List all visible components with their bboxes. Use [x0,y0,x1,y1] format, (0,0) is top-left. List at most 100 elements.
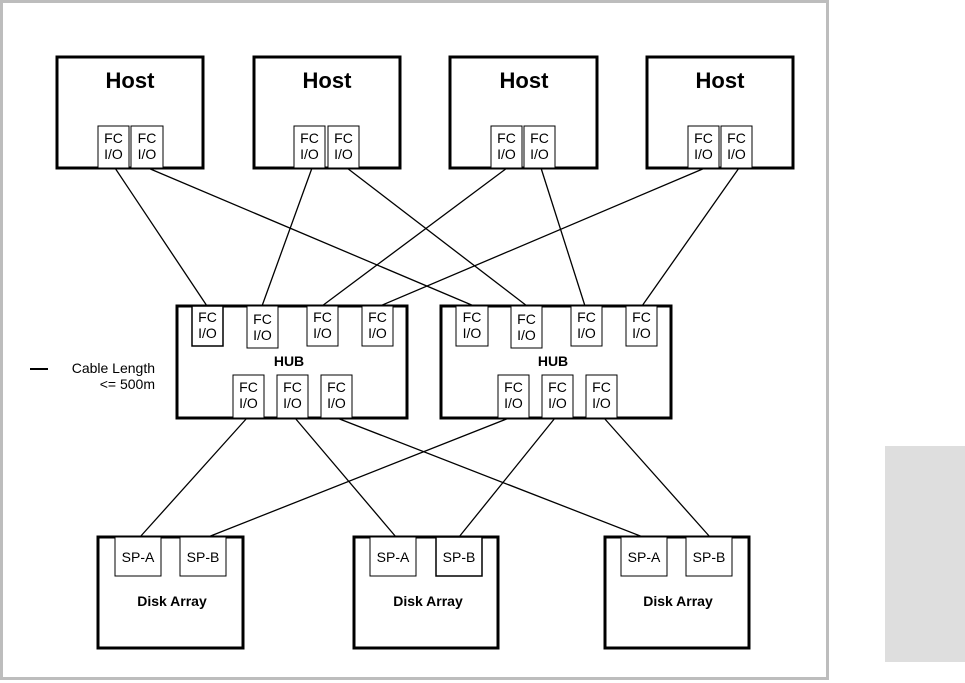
svg-text:I/O: I/O [283,395,302,411]
cable-hub1-disk3 [336,417,644,538]
legend-text-line1: Cable Length [72,360,155,376]
cable-hub2-disk1 [207,417,510,538]
svg-text:FC: FC [632,309,651,325]
fc-io-port: FC I/O [570,305,603,347]
fc-io-port: FC I/O [510,305,543,349]
svg-text:SP-B: SP-B [443,549,476,565]
svg-text:SP-B: SP-B [693,549,726,565]
host-label: Host [500,68,550,93]
fc-io-port: FC I/O [625,305,658,347]
svg-text:FC: FC [727,130,746,146]
storage-processor-a: SP-A [369,536,417,577]
svg-text:FC: FC [198,309,217,325]
disk-array-3: SP-A SP-B Disk Array [603,535,751,650]
svg-text:FC: FC [138,130,157,146]
storage-processor-b: SP-B [179,536,227,577]
svg-text:I/O: I/O [592,395,611,411]
svg-text:FC: FC [253,311,272,327]
svg-text:FC: FC [239,379,258,395]
svg-text:I/O: I/O [517,327,536,343]
fc-io-port: FC I/O [97,125,130,169]
svg-text:FC: FC [548,379,567,395]
svg-text:I/O: I/O [368,325,387,341]
fc-io-port: FC I/O [320,374,353,419]
fc-io-port: FC I/O [306,305,339,347]
svg-text:FC: FC [283,379,302,395]
fc-io-port: FC I/O [232,374,265,419]
svg-text:FC: FC [368,309,387,325]
legend-text-line2: <= 500m [100,376,155,392]
hub-1: HUB FC I/O FC I/O FC I/O FC I/O FC I/O F… [175,304,409,420]
svg-text:FC: FC [463,309,482,325]
fc-io-port: FC I/O [327,125,360,169]
svg-text:SP-A: SP-A [377,549,410,565]
cable-hub1-disk2 [294,417,397,538]
fc-io-port: FC I/O [720,125,753,169]
svg-text:FC: FC [334,130,353,146]
fc-io-port: FC I/O [293,125,326,169]
cable-host2-hub2 [346,167,528,307]
svg-text:I/O: I/O [504,395,523,411]
host-2: Host FC I/O FC I/O [252,55,402,170]
fc-io-port: FC I/O [130,125,164,169]
disk-array-label: Disk Array [137,593,207,609]
svg-text:FC: FC [592,379,611,395]
svg-text:I/O: I/O [727,146,746,162]
fc-io-port: FC I/O [455,305,489,347]
host-3: Host FC I/O FC I/O [448,55,599,170]
svg-text:I/O: I/O [198,325,217,341]
hub-label: HUB [274,353,304,369]
cable-host1-hub2 [147,167,475,307]
storage-processor-b: SP-B [685,536,733,577]
svg-text:FC: FC [327,379,346,395]
storage-processor-b: SP-B [435,536,483,577]
hub-2: HUB FC I/O FC I/O FC I/O FC I/O FC I/O F… [439,304,673,420]
disk-array-2: SP-A SP-B Disk Array [352,535,500,650]
cable-host1-hub1 [114,167,208,307]
fc-io-port: FC I/O [246,305,279,349]
legend: Cable Length <= 500m [30,360,155,392]
disk-array-label: Disk Array [393,593,463,609]
svg-text:FC: FC [497,130,516,146]
svg-text:I/O: I/O [300,146,319,162]
storage-processor-a: SP-A [620,536,668,577]
host-1: Host FC I/O FC I/O [55,55,205,170]
svg-text:I/O: I/O [463,325,482,341]
svg-text:I/O: I/O [313,325,332,341]
fc-io-port: FC I/O [523,125,556,169]
svg-text:FC: FC [313,309,332,325]
svg-text:I/O: I/O [577,325,596,341]
cable-hub2-disk2 [458,417,556,538]
cable-host3-hub2 [540,167,586,307]
cable-host2-hub1 [261,167,313,307]
side-panel [885,446,965,662]
storage-processor-a: SP-A [114,536,162,577]
svg-text:I/O: I/O [497,146,516,162]
svg-text:I/O: I/O [632,325,651,341]
host-label: Host [696,68,746,93]
hub-label: HUB [538,353,568,369]
disk-array-1: SP-A SP-B Disk Array [96,535,245,650]
fc-io-port: FC I/O [687,125,720,169]
cable-host3-hub1 [321,167,508,307]
svg-text:I/O: I/O [694,146,713,162]
fc-io-port: FC I/O [361,305,394,347]
svg-text:I/O: I/O [138,146,157,162]
fc-io-port: FC I/O [585,374,618,419]
cable-host4-hub1 [379,167,706,307]
svg-text:I/O: I/O [253,327,272,343]
host-4: Host FC I/O FC I/O [645,55,795,170]
svg-text:FC: FC [694,130,713,146]
cable-host4-hub2 [641,167,740,307]
svg-text:FC: FC [517,311,536,327]
svg-text:FC: FC [300,130,319,146]
svg-text:I/O: I/O [334,146,353,162]
fc-io-port: FC I/O [276,374,309,419]
svg-text:FC: FC [504,379,523,395]
fc-io-port: FC I/O [541,374,574,419]
host-label: Host [303,68,353,93]
cable-hub1-disk1 [139,417,248,538]
fc-io-port: FC I/O [490,125,523,169]
svg-text:I/O: I/O [548,395,567,411]
